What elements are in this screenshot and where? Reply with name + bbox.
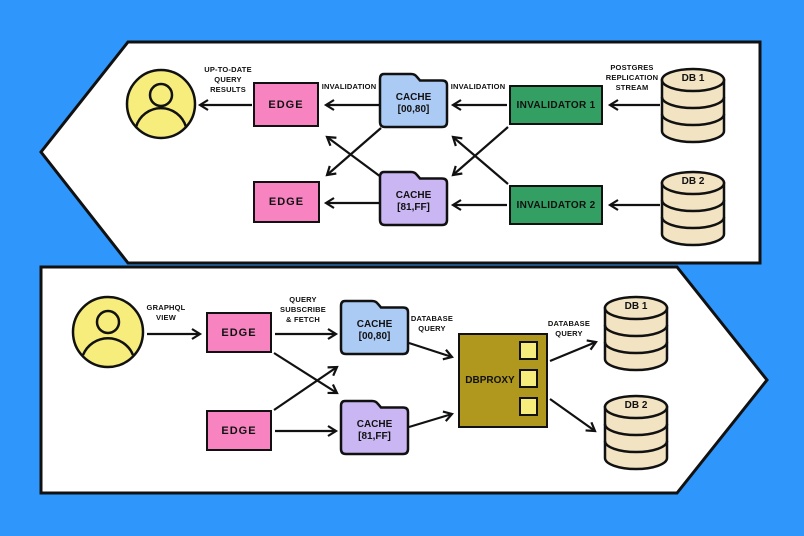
label-database-query-db: DATABASE QUERY xyxy=(547,319,591,338)
cache-node-top-2-label: CACHE [81,FF] xyxy=(395,190,432,213)
dbproxy-label: DBPROXY xyxy=(465,375,515,386)
arrow-cache2-dbproxy xyxy=(408,410,454,429)
edge-node-bottom-2: EDGE xyxy=(206,410,272,451)
db2-cylinder-bottom xyxy=(603,394,669,471)
arrow-cache1-dbproxy xyxy=(408,341,454,361)
arrow-invalidator1-cache2-cross xyxy=(451,126,509,177)
label-up-to-date-query-results: UP-TO-DATE QUERY RESULTS xyxy=(204,65,252,94)
label-invalidation-left: INVALIDATION xyxy=(321,82,377,91)
db1-cylinder-top xyxy=(660,67,726,144)
db2-cylinder-top xyxy=(660,170,726,247)
arrow-cache2-edge1-cross xyxy=(325,135,382,178)
invalidator2-node: INVALIDATOR 2 xyxy=(509,185,603,225)
dbproxy-slot-icon-2 xyxy=(519,369,538,388)
label-invalidation-right: INVALIDATION xyxy=(450,82,506,91)
invalidator1-node: INVALIDATOR 1 xyxy=(509,85,603,125)
arrow-edge1-cache2-cross xyxy=(273,352,339,395)
arrow-invalidator2-cache1-cross xyxy=(451,135,509,185)
db2-bottom-label: DB 2 xyxy=(624,400,648,411)
cache-node-bottom-1-label: CACHE [00,80] xyxy=(356,319,393,342)
user-icon-bottom xyxy=(71,295,145,369)
edge-node-top-1: EDGE xyxy=(253,82,319,127)
edge-node-top-2: EDGE xyxy=(253,181,320,223)
arrow-cache1-edge2-cross xyxy=(325,127,382,177)
label-graphql-view: GRAPHQL VIEW xyxy=(146,303,186,322)
user-icon-top xyxy=(125,68,197,140)
bottom-panel-arrows xyxy=(147,328,598,437)
db1-cylinder-bottom xyxy=(603,295,669,372)
cache-node-bottom-2-label: CACHE [81,FF] xyxy=(356,419,393,442)
db1-top-label: DB 1 xyxy=(681,73,705,84)
edge-node-bottom-1: EDGE xyxy=(206,312,272,353)
top-panel-arrows xyxy=(197,99,660,211)
dbproxy-node: DBPROXY xyxy=(458,333,548,428)
arrow-dbproxy-db2 xyxy=(549,398,597,433)
cache-node-top-1-label: CACHE [00,80] xyxy=(395,92,432,115)
arrow-edge2-cache1-cross xyxy=(273,365,339,411)
label-database-query-cache: DATABASE QUERY xyxy=(410,314,454,333)
arrow-dbproxy-db1 xyxy=(549,339,598,363)
label-postgres-replication-stream: POSTGRES REPLICATION STREAM xyxy=(605,63,659,92)
label-query-subscribe-fetch: QUERY SUBSCRIBE & FETCH xyxy=(280,295,326,324)
dbproxy-slot-icon-3 xyxy=(519,397,538,416)
db1-bottom-label: DB 1 xyxy=(624,301,648,312)
db2-top-label: DB 2 xyxy=(681,176,705,187)
dbproxy-slot-icon-1 xyxy=(519,341,538,360)
